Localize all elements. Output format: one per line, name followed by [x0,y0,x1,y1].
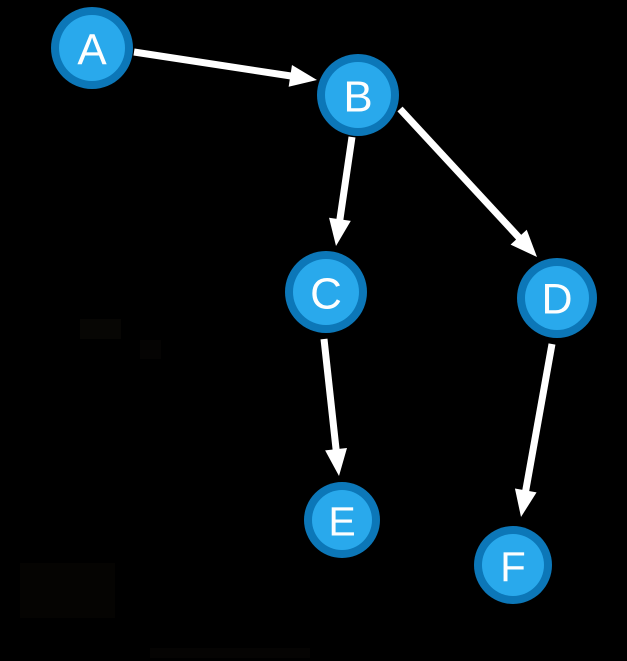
edge-A-B[interactable] [133,48,317,87]
node-body [482,534,544,596]
edge-B-C[interactable] [329,136,356,246]
node-C[interactable]: C [285,251,367,333]
edge-C-E[interactable] [320,338,347,476]
node-E[interactable]: E [304,482,380,558]
node-body [312,490,372,550]
arrowhead-icon [288,65,317,87]
node-D[interactable]: D [517,258,597,338]
node-A[interactable]: A [51,7,133,89]
node-body [293,259,359,325]
arrowhead-icon [325,447,347,476]
edge-line [397,106,524,243]
edge-line [320,338,340,454]
node-body [325,62,391,128]
node-F[interactable]: F [474,526,552,604]
edge-B-D[interactable] [397,106,537,257]
node-body [525,266,589,330]
node-label: C [310,269,342,318]
edge-D-F[interactable] [514,343,556,517]
arrowhead-icon [510,229,537,257]
node-B[interactable]: B [317,54,399,136]
node-label: B [343,72,372,121]
arrowhead-icon [329,217,351,246]
node-label: E [328,499,355,545]
node-label: D [541,276,572,324]
edge-line [335,136,356,224]
arrowhead-icon [514,488,537,517]
node-body [59,15,125,81]
node-label: A [77,25,107,74]
node-label: F [500,543,526,590]
edge-line [133,48,295,80]
edge-line [521,343,556,495]
